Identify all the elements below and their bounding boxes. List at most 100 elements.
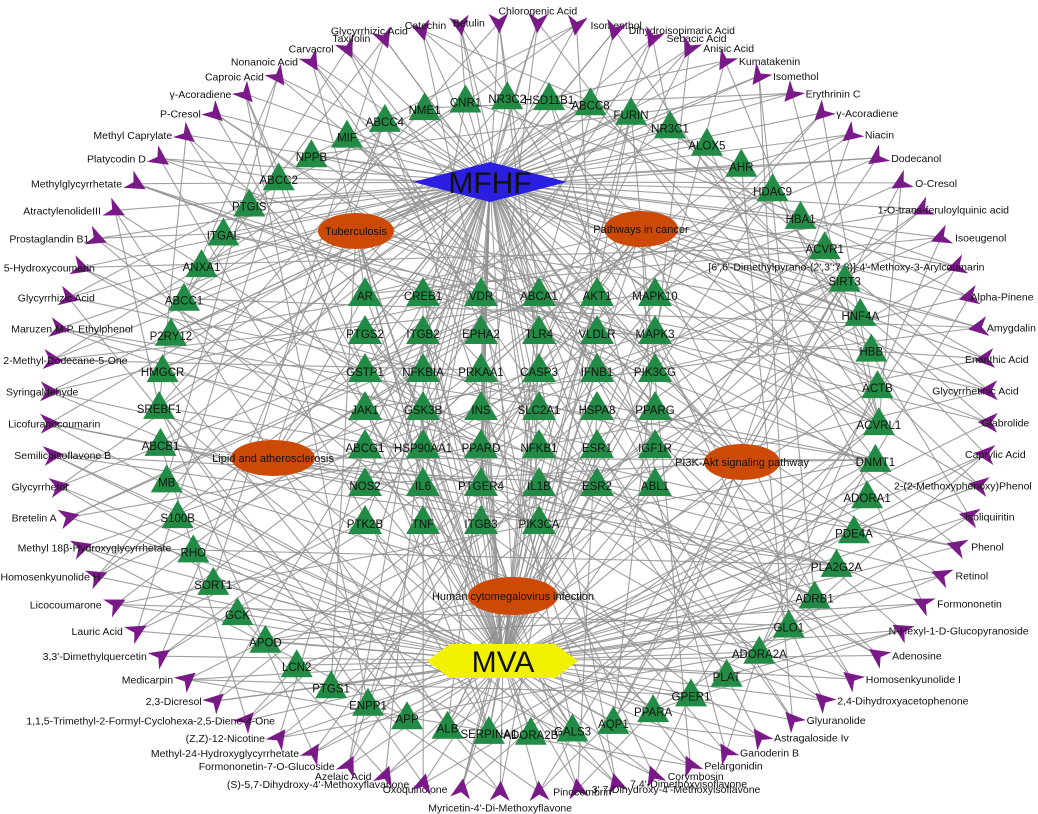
compound-node: 2-Methyl-Dodecane-5-One — [3, 349, 128, 369]
gene-triangle-icon — [522, 429, 556, 458]
edge — [355, 230, 598, 485]
edge — [654, 331, 743, 463]
edge — [311, 154, 942, 577]
edge — [489, 181, 970, 298]
compound-arrowhead-icon — [912, 196, 935, 215]
gene-triangle-icon — [464, 467, 498, 496]
core-gene-label: IGF1R — [638, 443, 672, 455]
edge — [502, 660, 579, 790]
core-gene-label: INS — [471, 405, 491, 417]
compound-label: Caproic Acid — [205, 72, 264, 84]
core-gene-node: CASP3 — [520, 353, 558, 382]
core-gene-label: PTK2B — [347, 519, 384, 531]
compound-node: Carvacrol — [289, 36, 353, 59]
gene-triangle-icon — [406, 429, 440, 458]
edge — [422, 181, 491, 409]
core-gene-label: GSK3B — [404, 405, 443, 417]
edge — [502, 459, 876, 662]
edge — [422, 181, 491, 523]
compound-arrowhead-icon — [968, 316, 990, 336]
ring-gene-label: ABCC1 — [165, 296, 203, 308]
compound-label: Formononetin — [937, 599, 1002, 611]
edge — [272, 293, 366, 459]
ring-gene-label: PTGIS — [232, 202, 267, 214]
edge — [272, 119, 386, 459]
ring-gene-label: SIRT3 — [829, 277, 861, 289]
gene-triangle-icon — [580, 315, 614, 344]
gene-triangle-icon — [522, 467, 556, 496]
edge — [364, 157, 878, 371]
gene-triangle-icon — [406, 315, 440, 344]
compound-node: (Z,Z)-12-Nicotine — [186, 729, 286, 752]
edge — [385, 422, 880, 777]
compound-arrowhead-icon — [785, 711, 807, 734]
ring-gene-label: HDAC9 — [753, 186, 792, 198]
gene-triangle-icon — [197, 566, 230, 595]
edge — [49, 102, 591, 424]
gene-triangle-icon — [522, 391, 556, 420]
ring-gene-label: MIF — [337, 133, 357, 145]
compound-node: Oxoquinolone — [383, 778, 471, 800]
edge — [489, 181, 942, 238]
edge — [68, 331, 482, 518]
edge — [489, 181, 656, 485]
compound-node: Glycyrrhizic Acid — [331, 19, 430, 41]
compound-arrowhead-icon — [607, 18, 627, 41]
core-gene-node: MAPK10 — [632, 277, 678, 306]
ring-gene-node: RHO — [177, 534, 210, 563]
ring-gene-node: SREBF1 — [137, 390, 182, 419]
core-gene-node: PTK2B — [347, 505, 384, 534]
compound-arrowhead-icon — [958, 508, 981, 529]
edge — [506, 96, 853, 680]
compound-node: Licofuranocoumarin — [8, 413, 100, 434]
compound-node: Platycodin D — [87, 145, 169, 166]
compound-node: Astragaloside Iv — [753, 728, 850, 751]
edge — [422, 483, 504, 662]
compound-node: Azelaic Acid — [315, 765, 392, 788]
gene-triangle-icon — [798, 580, 831, 609]
ring-gene-label: ABCC8 — [571, 100, 609, 112]
core-gene-label: AR — [357, 291, 373, 303]
core-gene-label: PPARD — [462, 443, 501, 455]
edge — [159, 158, 490, 733]
ring-gene-label: SREBF1 — [137, 404, 182, 416]
gene-triangle-icon — [368, 103, 401, 132]
edge — [422, 445, 504, 662]
gene-triangle-icon — [207, 217, 240, 246]
ring-gene-node: AQP1 — [597, 705, 630, 734]
ring-gene-node: P2RY12 — [150, 317, 192, 346]
ring-gene-label: ADORA1 — [843, 493, 890, 505]
compound-arrowhead-icon — [172, 121, 195, 143]
edge — [364, 228, 642, 371]
compound-label: Glycyrrhizic Acid — [18, 293, 95, 305]
gene-triangle-icon — [580, 391, 614, 420]
ring-gene-node: SIRT3 — [829, 263, 861, 292]
core-gene-node: IL1B — [522, 467, 556, 496]
edge — [58, 181, 491, 330]
compound-label: Isomethol — [773, 71, 819, 83]
gene-triangle-icon — [348, 315, 382, 344]
edge — [651, 37, 671, 127]
compound-node: Chlorogenic Acid — [498, 5, 577, 34]
core-gene-node: GSTP1 — [346, 353, 384, 382]
core-gene-label: NFKB1 — [520, 443, 557, 455]
core-gene-label: ESR2 — [582, 481, 612, 493]
compound-arrowhead-icon — [48, 478, 70, 498]
compound-node: γ-Acoradiene — [170, 80, 253, 103]
edge — [480, 181, 491, 523]
compound-arrowhead-icon — [684, 35, 703, 59]
gene-triangle-icon — [491, 81, 524, 110]
compound-arrowhead-icon — [334, 36, 353, 59]
gene-triangle-icon — [638, 353, 672, 382]
gene-triangle-icon — [221, 597, 254, 626]
ring-gene-label: HSD11B1 — [524, 95, 574, 107]
gene-triangle-icon — [638, 467, 672, 496]
compound-node: Niacin — [842, 120, 894, 141]
mva-hexagon — [427, 644, 578, 678]
edge — [489, 181, 598, 447]
compound-label: Prostaglandin B1 — [9, 233, 89, 245]
gene-triangle-icon — [431, 710, 464, 739]
ring-gene-label: ENPP1 — [349, 701, 387, 713]
edge — [596, 112, 823, 371]
edge — [52, 359, 482, 371]
